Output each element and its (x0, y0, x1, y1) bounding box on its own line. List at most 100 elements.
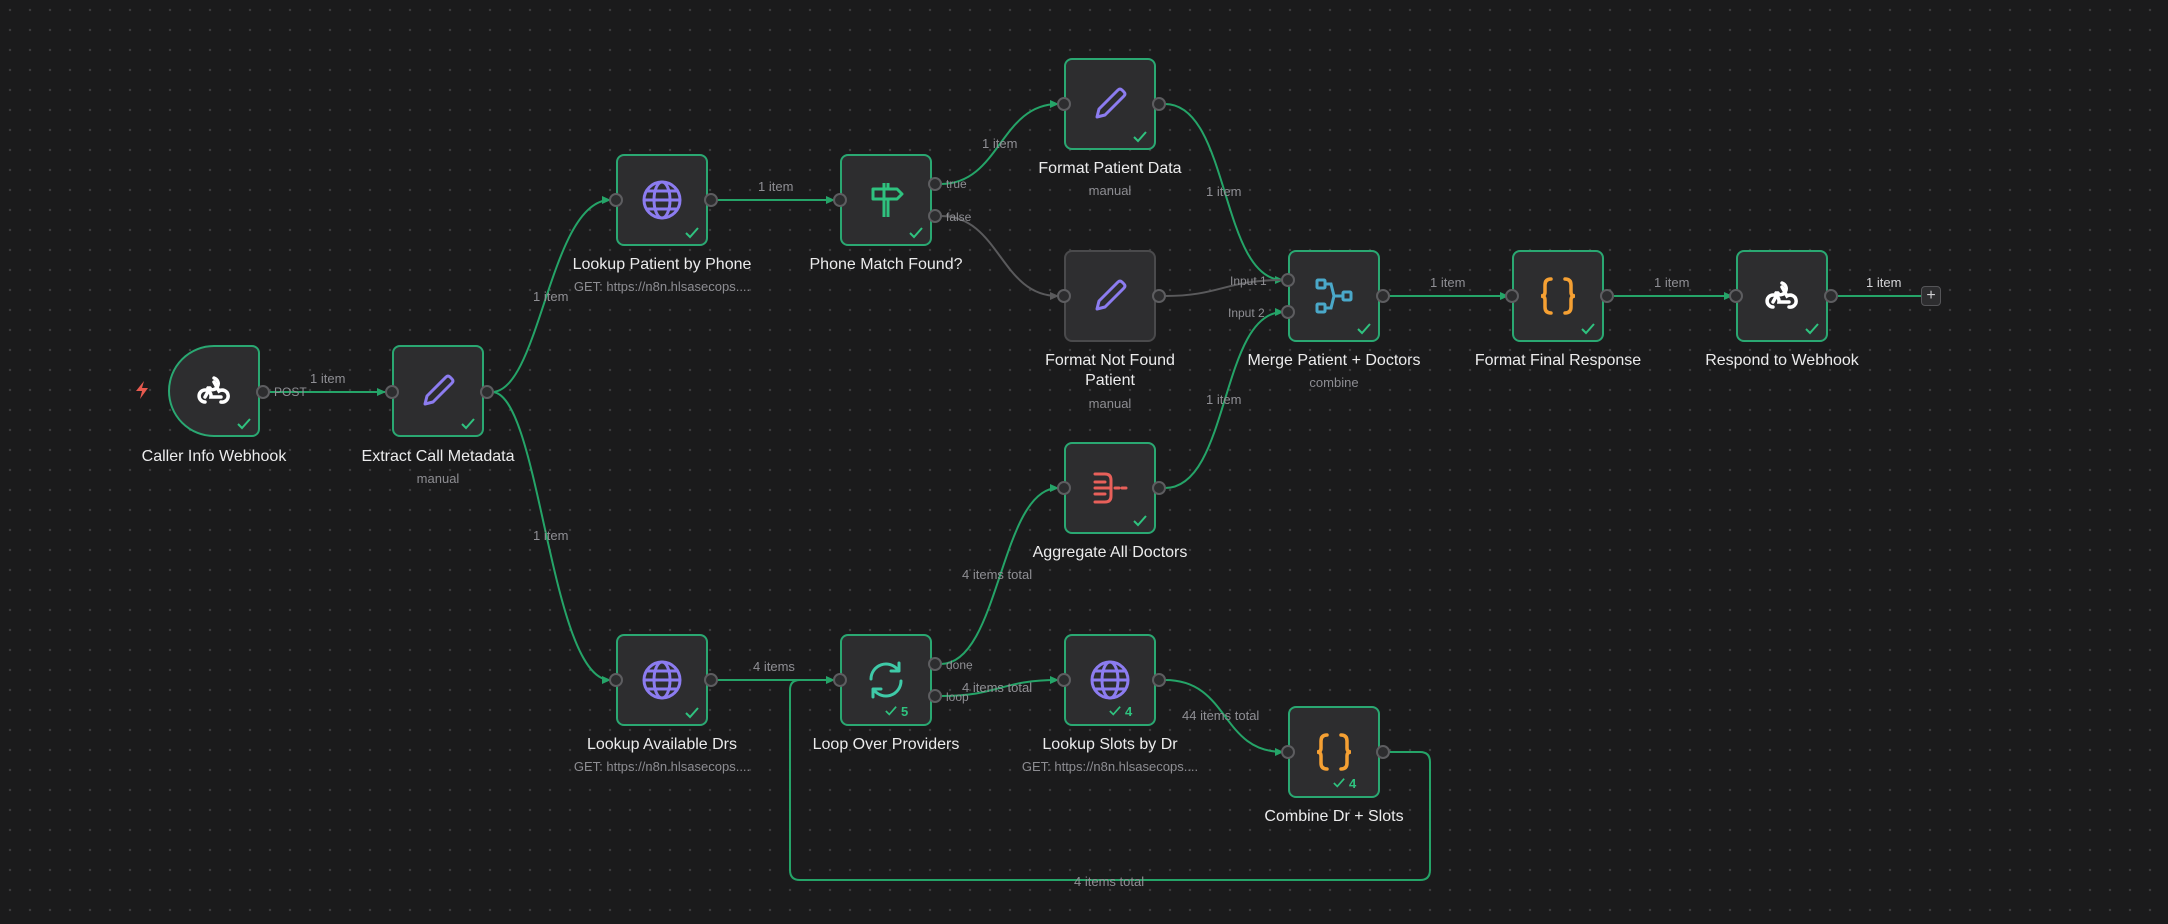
input-handle[interactable] (1057, 97, 1071, 111)
node-subtitle: GET: https://n8n.hlsasecops.... (1021, 759, 1199, 774)
input-handle[interactable] (609, 193, 623, 207)
connection-if-false-format-not-found (940, 215, 1059, 300)
node-title: Merge Patient + Doctors (1247, 352, 1421, 369)
edge-label: 1 item (533, 528, 569, 543)
node-subtitle: manual (1088, 183, 1132, 198)
output-handle[interactable] (1376, 745, 1390, 759)
node-lookup-available-drs[interactable] (616, 634, 708, 726)
input-handle[interactable] (833, 193, 847, 207)
connection-if-true-format-patient (940, 100, 1059, 185)
input-handle[interactable] (1057, 481, 1071, 495)
signpost-icon (871, 183, 904, 217)
output-handle[interactable] (256, 385, 270, 399)
edge-label: 1 item (1206, 392, 1242, 407)
merge-icon (1315, 278, 1353, 314)
success-check-icon (1357, 323, 1371, 335)
node-caller-info-webhook[interactable] (168, 345, 260, 437)
output-handle[interactable] (1600, 289, 1614, 303)
success-check-icon (1133, 131, 1147, 143)
output-handle-false[interactable] (928, 209, 942, 223)
node-aggregate-all-doctors[interactable] (1064, 442, 1156, 534)
connection-extract-lookup-patient (491, 196, 611, 393)
success-check-icon (1805, 323, 1819, 335)
node-subtitle: GET: https://n8n.hlsasecops.... (573, 759, 751, 774)
port-label-false: false (946, 210, 972, 224)
node-extract-call-metadata[interactable] (392, 345, 484, 437)
trigger-bolt-icon (136, 381, 148, 399)
input-handle[interactable] (1281, 745, 1295, 759)
success-check-icon (685, 227, 699, 239)
port-label-done: done (946, 658, 973, 672)
edge-label: 1 item (758, 179, 794, 194)
node-format-not-found-patient[interactable] (1064, 250, 1156, 342)
output-handle[interactable] (704, 193, 718, 207)
pencil-icon (1095, 87, 1127, 119)
success-check-icon (461, 418, 475, 430)
input-handle[interactable] (833, 673, 847, 687)
output-handle[interactable] (1824, 289, 1838, 303)
edge-label: 4 items total (962, 567, 1033, 582)
edge-label: 1 item (982, 136, 1018, 151)
edge-label: 1 item (1866, 275, 1902, 290)
node-title: Extract Call Metadata (361, 448, 515, 465)
edge-label: 1 item (310, 371, 346, 386)
node-lookup-slots-by-dr[interactable]: 4 (1064, 634, 1156, 726)
success-check-icon (1109, 706, 1121, 716)
success-check-icon (1581, 323, 1595, 335)
connection-loop-done-aggregate (940, 484, 1059, 665)
node-merge-patient-doctors[interactable] (1288, 250, 1380, 342)
success-check-icon (685, 707, 699, 719)
input-handle[interactable] (385, 385, 399, 399)
pencil-icon (423, 374, 455, 406)
node-subtitle: manual (1088, 396, 1132, 411)
success-check-icon (1333, 778, 1345, 788)
add-node-button[interactable]: + (1921, 286, 1941, 306)
output-handle-loop[interactable] (928, 689, 942, 703)
node-loop-over-providers[interactable]: 5 (840, 634, 932, 726)
output-handle[interactable] (704, 673, 718, 687)
connection-slots-combine (1164, 679, 1284, 756)
input-handle[interactable] (1729, 289, 1743, 303)
node-respond-to-webhook[interactable] (1736, 250, 1828, 342)
output-handle[interactable] (1152, 289, 1166, 303)
node-title: Phone Match Found? (809, 256, 963, 273)
success-check-icon (237, 418, 251, 430)
loop-icon (869, 661, 903, 699)
node-title: Respond to Webhook (1705, 352, 1859, 369)
code-braces-icon (1540, 277, 1576, 315)
output-handle[interactable] (1376, 289, 1390, 303)
output-handle[interactable] (1152, 481, 1166, 495)
webhook-icon (197, 376, 230, 404)
node-phone-match-found[interactable] (840, 154, 932, 246)
input-handle[interactable] (1057, 673, 1071, 687)
port-label-loop: loop (946, 690, 969, 704)
node-combine-dr-slots[interactable]: 4 (1288, 706, 1380, 798)
input-handle-2[interactable] (1281, 305, 1295, 319)
globe-icon (642, 180, 682, 220)
node-format-patient-data[interactable] (1064, 58, 1156, 150)
input-handle[interactable] (609, 673, 623, 687)
node-format-final-response[interactable] (1512, 250, 1604, 342)
connection-loop-slots (940, 676, 1059, 697)
run-count: 5 (884, 704, 912, 720)
input-handle-1[interactable] (1281, 273, 1295, 287)
node-subtitle: manual (416, 471, 460, 486)
output-handle[interactable] (1152, 97, 1166, 111)
input-handle[interactable] (1505, 289, 1519, 303)
node-lookup-patient-by-phone[interactable] (616, 154, 708, 246)
node-title: Format Not Found Patient (1045, 352, 1175, 389)
connection-combine-loop-back (789, 679, 1431, 881)
pencil-icon (1095, 279, 1127, 311)
node-title: Caller Info Webhook (141, 448, 287, 465)
success-check-icon (909, 227, 923, 239)
connection-extract-lookup-drs (491, 391, 611, 684)
output-handle-true[interactable] (928, 177, 942, 191)
node-subtitle: GET: https://n8n.hlsasecops.... (573, 279, 751, 294)
output-handle[interactable] (480, 385, 494, 399)
input-handle[interactable] (1057, 289, 1071, 303)
node-title: Loop Over Providers (812, 736, 960, 753)
output-handle[interactable] (1152, 673, 1166, 687)
port-label-post: POST (274, 385, 307, 399)
success-check-icon (1133, 515, 1147, 527)
output-handle-done[interactable] (928, 657, 942, 671)
